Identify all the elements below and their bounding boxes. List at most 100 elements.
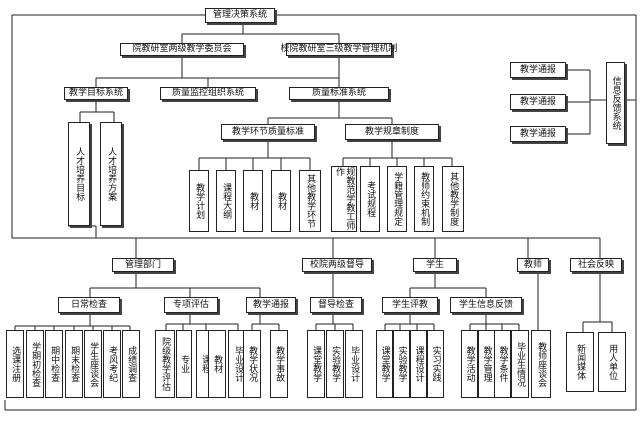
node-special-3-label: 课程	[200, 355, 211, 373]
node-supervise-3: 毕业设计	[345, 330, 363, 398]
node-three-level-mechanism: 校院教研室三级教学管理机制	[280, 43, 398, 56]
node-special-2: 专业	[176, 330, 192, 398]
node-supervise-1-label: 课堂教学	[311, 346, 322, 382]
node-daily-6: 考风考纪	[103, 330, 121, 398]
node-daily-6-label: 考风考纪	[107, 346, 118, 382]
node-daily-2-label: 学期初检查	[30, 341, 41, 387]
node-daily-7-label: 成绩调查	[126, 346, 137, 382]
node-daily-3: 期中检查	[45, 330, 63, 398]
node-registry-rules-label: 学籍管理规定	[392, 172, 403, 226]
node-talent-goal-label: 人才培养目标	[74, 147, 85, 201]
node-social: 社会反映	[570, 258, 622, 272]
node-info-4-label: 毕业生情况	[515, 341, 526, 387]
node-daily-5: 学生座谈会	[84, 330, 102, 398]
node-supervise-2-label: 实验教学	[330, 346, 341, 382]
node-news-media: 新闻媒体	[566, 332, 594, 392]
node-two-level-committee: 院教研室两级教学委员会	[120, 43, 244, 56]
node-exam-rules-label: 考试规程	[365, 181, 376, 217]
node-other-links: 其他教学环节	[299, 170, 321, 232]
node-talent-plan-label: 人才培养方案	[106, 147, 117, 201]
info-notice-1: 教学通报	[510, 62, 566, 78]
node-special-4-label: 教材	[212, 355, 223, 373]
node-talent-goal: 人才培养目标	[68, 122, 90, 226]
node-teaching-plan: 教学计划	[189, 170, 209, 232]
node-daily-2: 学期初检查	[26, 330, 44, 398]
info-notice-2: 教学通报	[510, 94, 566, 110]
node-other-rules: 其他教学制度	[442, 166, 464, 232]
node-student: 学生	[413, 258, 457, 272]
node-teaching-notice: 教学通报	[246, 297, 296, 313]
node-info-3: 教学条件	[494, 330, 511, 398]
node-registry-rules: 学籍管理规定	[387, 166, 407, 232]
node-special-1-label: 院级教学评估	[160, 337, 171, 391]
node-supervise-1: 课堂教学	[307, 330, 325, 398]
node-teacher-norms: 规教范学教工师作	[331, 166, 357, 232]
node-daily-check: 日常检查	[58, 297, 120, 313]
node-other-rules-label: 其他教学制度	[448, 172, 459, 226]
node-news-media-label: 新闻媒体	[575, 344, 586, 380]
node-daily-4-label: 期末检查	[69, 346, 80, 382]
node-notice-2: 教学事故	[270, 330, 288, 398]
node-eval-2: 实验教学	[393, 330, 410, 398]
node-exam-rules: 考试规程	[360, 166, 380, 232]
node-teacher-forum: 教师座谈会	[531, 330, 551, 398]
node-two-level-supervision: 校院两级督导	[302, 258, 372, 272]
node-daily-1-label: 选课注册	[10, 346, 21, 382]
node-daily-1: 选课注册	[6, 330, 24, 398]
node-employers-label: 用人单位	[607, 344, 618, 380]
node-course-outline-label: 课程大纲	[221, 183, 232, 219]
node-eval-3-label: 课程设计	[413, 346, 424, 382]
node-notice-2-label: 教学事故	[274, 346, 285, 382]
node-special-2-label: 专业	[179, 355, 190, 373]
node-material-1: 教材	[243, 170, 263, 232]
node-supervise-check: 督导检查	[310, 297, 362, 313]
node-supervise-3-label: 毕业设计	[349, 346, 360, 382]
node-teacher-constraint-label: 教师约束机制	[419, 172, 430, 226]
node-eval-2-label: 实验教学	[396, 346, 407, 382]
node-info-1: 教学活动	[461, 330, 478, 398]
node-teacher-constraint: 教师约束机制	[414, 166, 434, 232]
node-course-outline: 课程大纲	[216, 170, 236, 232]
node-material-2: 教材	[271, 170, 291, 232]
node-info-3-label: 教学条件	[497, 346, 508, 382]
node-daily-5-label: 学生座谈会	[88, 341, 99, 387]
info-notice-3: 教学通报	[510, 126, 566, 142]
node-teacher: 教师	[517, 258, 549, 272]
node-teacher-norms-label: 规教范学教工师作	[334, 167, 355, 230]
node-special-eval: 专项评估	[164, 297, 218, 313]
node-material-1-label: 教材	[248, 192, 259, 210]
node-special-1: 院级教学评估	[155, 330, 175, 398]
node-eval-1: 课堂教学	[376, 330, 393, 398]
node-eval-4: 实习实践	[427, 330, 444, 398]
node-material-2-label: 教材	[276, 192, 287, 210]
node-info-feedback-system: 信息反馈系统	[606, 62, 625, 144]
node-student-info: 学生信息反馈	[450, 297, 522, 313]
node-teacher-forum-label: 教师座谈会	[536, 341, 547, 387]
node-talent-plan: 人才培养方案	[100, 122, 122, 226]
node-info-1-label: 教学活动	[464, 346, 475, 382]
node-employers: 用人单位	[598, 332, 626, 392]
node-teaching-plan-label: 教学计划	[194, 183, 205, 219]
node-eval-3: 课程设计	[410, 330, 427, 398]
node-daily-7: 成绩调查	[122, 330, 140, 398]
node-daily-4: 期末检查	[65, 330, 83, 398]
node-special-5-label: 毕业设计	[233, 346, 244, 382]
node-info-feedback-label: 信息反馈系统	[610, 76, 621, 130]
node-info-2: 教学管理	[478, 330, 495, 398]
node-info-2-label: 教学管理	[481, 346, 492, 382]
node-special-4: 教材	[208, 330, 226, 398]
node-daily-3-label: 期中检查	[49, 346, 60, 382]
node-info-4: 毕业生情况	[511, 330, 529, 398]
node-link-standard: 教学环节质量标准	[221, 124, 315, 140]
node-supervise-2: 实验教学	[326, 330, 344, 398]
node-student-eval: 学生评教	[382, 297, 438, 313]
node-other-links-label: 其他教学环节	[305, 174, 316, 228]
node-notice-1-label: 教学状况	[247, 346, 258, 382]
node-mgmt-dept: 管理部门	[112, 258, 174, 272]
root-node: 管理决策系统	[205, 8, 275, 23]
node-rules: 教学规章制度	[345, 124, 439, 140]
node-eval-4-label: 实习实践	[430, 346, 441, 382]
node-quality-org-system: 质量监控组织系统	[160, 87, 256, 100]
node-eval-1-label: 课堂教学	[379, 346, 390, 382]
